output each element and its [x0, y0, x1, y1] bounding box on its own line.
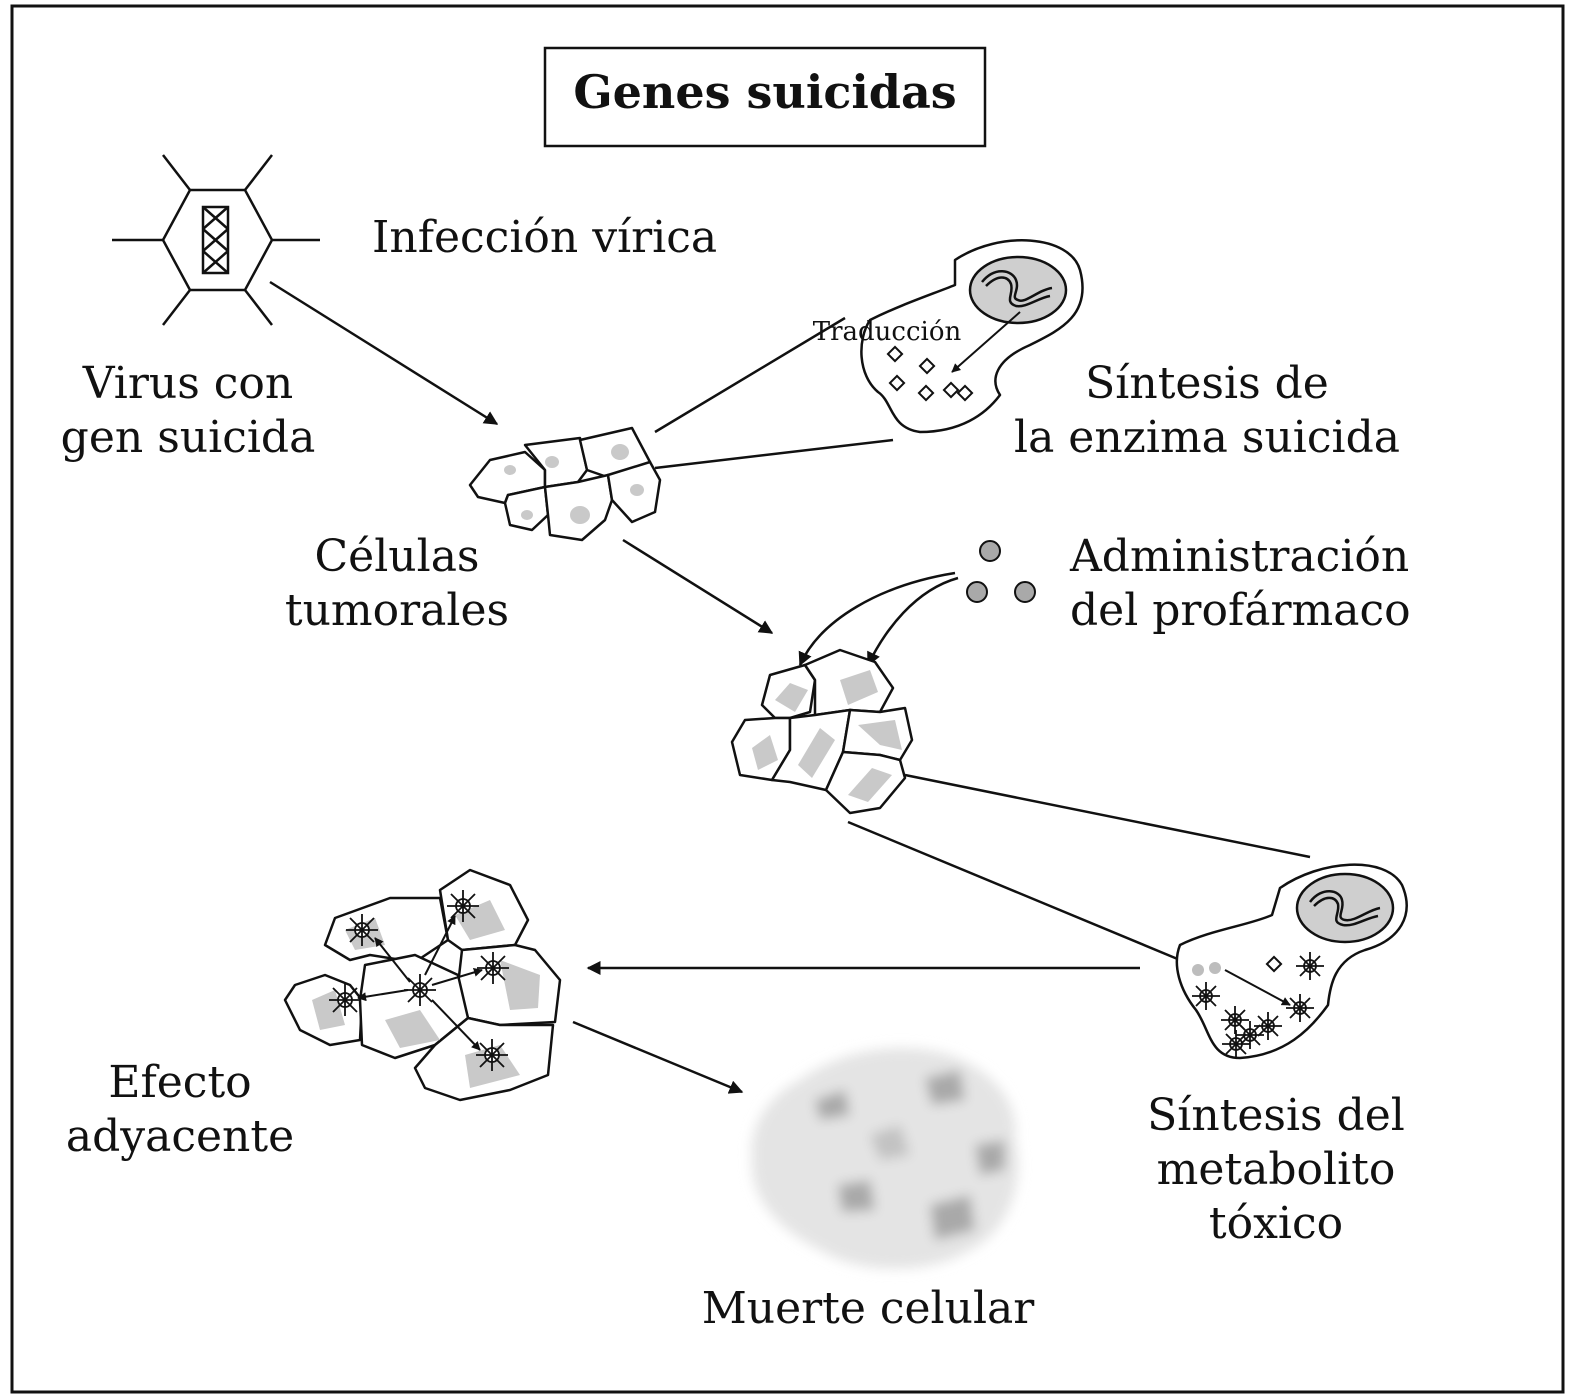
- tumor-cells-icon: [468, 426, 662, 542]
- label-celulas-line1: Células: [315, 531, 480, 582]
- arrow-virus-to-cells: [269, 280, 499, 426]
- label-virus-line2: gen suicida: [61, 412, 316, 463]
- metabolite-cell-icon: [1175, 863, 1408, 1060]
- zoom-line-top: [654, 316, 846, 434]
- arrow-prodrug-curve-2: [866, 576, 959, 667]
- prodrug-cells-icon: [730, 648, 914, 815]
- label-traduccion: Traducción: [813, 317, 962, 347]
- label-administracion-line1: Administración: [1069, 531, 1409, 582]
- label-sintesis-metabolito-line3: tóxico: [1209, 1198, 1343, 1249]
- prodrug-dots-icon: [966, 540, 1036, 603]
- label-sintesis-metabolito-line1: Síntesis del: [1147, 1090, 1405, 1141]
- label-efecto-line2: adyacente: [66, 1111, 294, 1162]
- label-administracion-line2: del profármaco: [1070, 585, 1411, 636]
- label-virus-line1: Virus con: [82, 358, 293, 409]
- zoom-line-bottom: [654, 438, 894, 470]
- arrow-cells-to-prodrug: [622, 538, 774, 635]
- label-muerte: Muerte celular: [702, 1283, 1036, 1334]
- cell-death-icon: [751, 1048, 1018, 1269]
- arrow-bystander-to-death: [572, 1020, 744, 1094]
- label-sintesis-enzima-line1: Síntesis de: [1085, 358, 1329, 409]
- label-sintesis-metabolito-line2: metabolito: [1157, 1144, 1396, 1195]
- title-text: Genes suicidas: [573, 65, 956, 119]
- translation-cell-icon: [860, 239, 1084, 434]
- label-celulas-line2: tumorales: [285, 585, 509, 636]
- label-sintesis-enzima-line2: la enzima suicida: [1014, 412, 1400, 463]
- zoom-line-metabolite-bottom: [847, 820, 1181, 962]
- title-box: Genes suicidas: [543, 46, 987, 148]
- label-infeccion: Infección vírica: [372, 212, 717, 263]
- outer-frame: [10, 4, 1565, 1394]
- zoom-line-metabolite-top: [904, 773, 1311, 859]
- virus-icon: [112, 154, 320, 326]
- arrow-prodrug-curve-1: [798, 571, 956, 667]
- label-efecto-line1: Efecto: [108, 1057, 251, 1108]
- bystander-cells-icon: [283, 868, 562, 1102]
